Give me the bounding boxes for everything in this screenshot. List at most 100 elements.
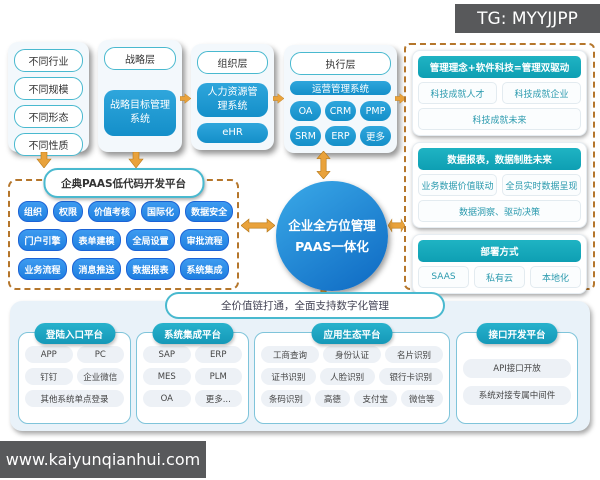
card-item: 私有云 xyxy=(474,266,525,288)
trait-pill: 不同性质 xyxy=(14,133,83,156)
paas-capability-pill: 门户引擎 xyxy=(18,229,67,251)
app-pill: OA xyxy=(290,101,321,121)
execution-apps-row: SRM ERP 更多 xyxy=(290,126,391,146)
card-row: SAAS 私有云 本地化 xyxy=(418,266,581,288)
client-traits-box: 不同行业 不同规模 不同形态 不同性质 xyxy=(8,42,89,156)
card-item: 科技成就未来 xyxy=(418,108,581,130)
login-entry-group: 登陆入口平台 APP PC 钉钉 企业微信 其他系统单点登录 xyxy=(18,323,131,424)
group-item: 证书识别 xyxy=(261,368,316,385)
group-header: 接口开发平台 xyxy=(476,323,558,344)
card-row: 科技成就人才 科技成就企业 xyxy=(418,82,581,104)
group-row: APP PC xyxy=(25,346,124,363)
arrow-right-icon xyxy=(180,91,191,106)
paas-capability-pill: 国际化 xyxy=(141,201,181,222)
group-item: ERP xyxy=(194,346,242,363)
group-row: 证书识别 人脸识别 银行卡识别 xyxy=(261,368,443,385)
group-row: 条码识别 高德 支付宝 微信等 xyxy=(261,390,443,407)
strategy-layer-header: 战略层 xyxy=(104,47,176,70)
paas-capability-pill: 价值考核 xyxy=(88,201,137,222)
paas-capability-pill: 数据报表 xyxy=(126,258,175,280)
app-pill: PMP xyxy=(360,101,391,121)
paas-row: 业务流程 消息推送 数据报表 系统集成 xyxy=(18,258,229,280)
card-item: 业务数据价值联动 xyxy=(418,174,497,196)
paas-capability-pill: 权限 xyxy=(53,201,84,222)
card-item: 本地化 xyxy=(530,266,581,288)
group-item: 更多... xyxy=(194,390,242,407)
ehr-system: eHR xyxy=(197,122,268,143)
group-item: PLM xyxy=(194,368,242,385)
arrow-right-icon xyxy=(273,91,284,106)
data-report-card: 数据报表，数据制胜未来 业务数据价值联动 全员实时数据呈现 数据洞察、驱动决策 xyxy=(412,142,587,228)
circle-line2: PAAS一体化 xyxy=(295,239,369,254)
card-header: 部署方式 xyxy=(418,240,581,262)
organization-layer-header: 组织层 xyxy=(197,51,268,74)
paas-capability-pill: 全局设置 xyxy=(126,229,175,251)
strategy-system: 战略目标管理系统 xyxy=(104,90,176,136)
group-item: 微信等 xyxy=(400,390,443,407)
group-item: SAP xyxy=(143,346,191,363)
paas-capability-pill: 业务流程 xyxy=(18,258,67,280)
arrow-right-icon xyxy=(395,91,406,106)
trait-pill: 不同规模 xyxy=(14,77,83,100)
card-item: SAAS xyxy=(418,266,469,288)
app-pill: CRM xyxy=(325,101,356,121)
group-item: 银行卡识别 xyxy=(378,368,443,385)
group-row: 系统对接专属中间件 xyxy=(463,385,571,405)
paas-row: 门户引擎 表单建模 全局设置 审批流程 xyxy=(18,229,229,251)
group-row: SAP ERP xyxy=(143,346,242,363)
center-paas-circle: 企业全方位管理 PAAS一体化 xyxy=(276,181,388,291)
circle-line1: 企业全方位管理 xyxy=(288,217,376,233)
paas-lowcode-panel: 企典PAAS低代码开发平台 组织 权限 价值考核 国际化 数据安全 门户引擎 表… xyxy=(8,168,239,290)
arrow-vertical-double-icon xyxy=(316,151,331,179)
trait-pill: 不同形态 xyxy=(14,105,83,128)
group-item: 条码识别 xyxy=(261,390,311,407)
paas-row: 组织 权限 价值考核 国际化 数据安全 xyxy=(18,201,234,222)
card-item: 科技成就企业 xyxy=(502,82,581,104)
card-row: 科技成就未来 xyxy=(418,108,581,130)
watermark-url: www.kaiyunqianhui.com xyxy=(0,441,206,478)
deployment-card: 部署方式 SAAS 私有云 本地化 xyxy=(412,234,587,294)
value-chain-banner: 全价值链打通，全面支持数字化管理 xyxy=(165,292,445,319)
paas-capability-pill: 系统集成 xyxy=(180,258,229,280)
arrow-down-icon xyxy=(128,152,144,168)
card-row: 数据洞察、驱动决策 xyxy=(418,200,581,222)
paas-capability-pill: 消息推送 xyxy=(72,258,121,280)
strategy-layer-box: 战略层 战略目标管理系统 xyxy=(98,40,182,152)
app-pill: ERP xyxy=(325,126,356,146)
app-ecosystem-group: 应用生态平台 工商查询 身份认证 名片识别 证书识别 人脸识别 银行卡识别 条码… xyxy=(254,323,450,424)
paas-panel-title: 企典PAAS低代码开发平台 xyxy=(42,168,205,198)
hr-system: 人力资源管理系统 xyxy=(197,83,268,117)
paas-capability-pill: 数据安全 xyxy=(185,201,234,222)
trait-pill: 不同行业 xyxy=(14,49,83,72)
card-header: 数据报表，数据制胜未来 xyxy=(418,148,581,170)
group-item: 工商查询 xyxy=(261,346,319,363)
card-item: 科技成就人才 xyxy=(418,82,497,104)
group-item: 人脸识别 xyxy=(319,368,375,385)
value-proposition-panel: 管理理念+软件科技=管理双驱动 科技成就人才 科技成就企业 科技成就未来 数据报… xyxy=(404,43,595,294)
operation-system-bar: 运营管理系统 xyxy=(290,81,391,95)
execution-layer-header: 执行层 xyxy=(290,52,391,75)
card-row: 业务数据价值联动 全员实时数据呈现 xyxy=(418,174,581,196)
group-row: OA 更多... xyxy=(143,390,242,407)
paas-capability-pill: 组织 xyxy=(18,201,49,222)
group-item: API接口开放 xyxy=(463,358,571,378)
tg-badge: TG: MYYJJPP xyxy=(455,4,600,33)
group-item: 系统对接专属中间件 xyxy=(463,385,571,405)
group-item: 钉钉 xyxy=(25,368,73,385)
group-item: PC xyxy=(76,346,124,363)
group-row: API接口开放 xyxy=(463,358,571,378)
group-item: APP xyxy=(25,346,73,363)
card-item: 数据洞察、驱动决策 xyxy=(418,200,581,222)
group-row: 其他系统单点登录 xyxy=(25,390,124,407)
group-header: 应用生态平台 xyxy=(311,323,393,344)
organization-layer-box: 组织层 人力资源管理系统 eHR xyxy=(191,44,274,150)
group-header: 登陆入口平台 xyxy=(33,323,116,344)
card-item: 全员实时数据呈现 xyxy=(502,174,581,196)
execution-apps-row: OA CRM PMP xyxy=(290,101,391,121)
group-item: 企业微信 xyxy=(76,368,124,385)
group-item: 支付宝 xyxy=(354,390,397,407)
group-item: OA xyxy=(143,390,191,407)
group-row: 工商查询 身份认证 名片识别 xyxy=(261,346,443,363)
group-item: 高德 xyxy=(314,390,350,407)
